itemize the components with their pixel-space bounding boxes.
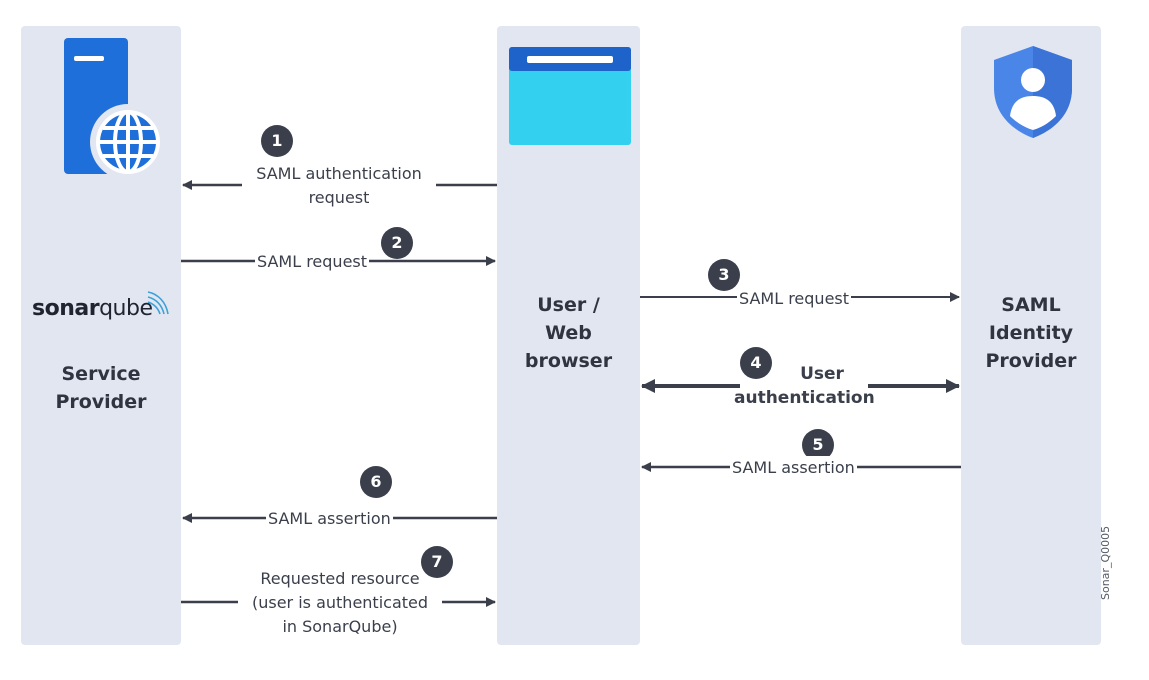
browser-label-line3: browser: [524, 350, 613, 372]
step-4-label: User authentication: [732, 362, 875, 410]
step-7-line1: Requested resource: [260, 569, 420, 588]
step-4-line1: User: [800, 364, 844, 384]
step-4-line2: authentication: [734, 388, 875, 408]
step-1-label: SAML authentication request: [242, 162, 436, 210]
step-3-badge: 3: [708, 259, 740, 291]
sonar-waves-icon: [147, 291, 169, 315]
server-globe-icon: [64, 38, 166, 180]
browser-label-line2: Web: [545, 322, 592, 344]
sp-label-line1: Service: [61, 363, 141, 385]
step-1-line1: SAML authentication: [256, 164, 422, 183]
service-provider-label: Service Provider: [21, 360, 181, 416]
step-2-label: SAML request: [255, 250, 370, 274]
step-5-badge: 5: [802, 429, 834, 461]
step-6-badge: 6: [360, 466, 392, 498]
sonarqube-logo: sonarqube: [32, 296, 153, 321]
browser-label: User / Web browser: [497, 291, 640, 375]
step-6-label: SAML assertion: [266, 507, 393, 531]
step-7-label: Requested resource (user is authenticate…: [236, 567, 444, 639]
idp-label: SAML Identity Provider: [961, 291, 1101, 375]
idp-label-line3: Provider: [985, 350, 1077, 372]
step-3-label: SAML request: [737, 287, 852, 311]
step-5-label: SAML assertion: [730, 456, 857, 480]
step-1-badge: 1: [261, 125, 293, 157]
step-2-badge: 2: [381, 227, 413, 259]
sp-label-line2: Provider: [55, 391, 147, 413]
diagram-id: Sonar_Q0005: [1099, 525, 1112, 600]
step-1-line2: request: [308, 188, 370, 207]
step-7-badge: 7: [421, 546, 453, 578]
browser-label-line1: User /: [537, 294, 600, 316]
idp-label-line2: Identity: [988, 322, 1074, 344]
shield-user-icon: [994, 46, 1072, 138]
step-7-line3: in SonarQube): [282, 617, 398, 636]
idp-label-line1: SAML: [1001, 294, 1061, 316]
step-7-line2: (user is authenticated: [238, 591, 442, 615]
logo-light-text: qube: [99, 296, 153, 321]
browser-window-icon: [509, 47, 631, 145]
step-4-badge: 4: [740, 347, 772, 379]
logo-bold-text: sonar: [32, 296, 100, 321]
